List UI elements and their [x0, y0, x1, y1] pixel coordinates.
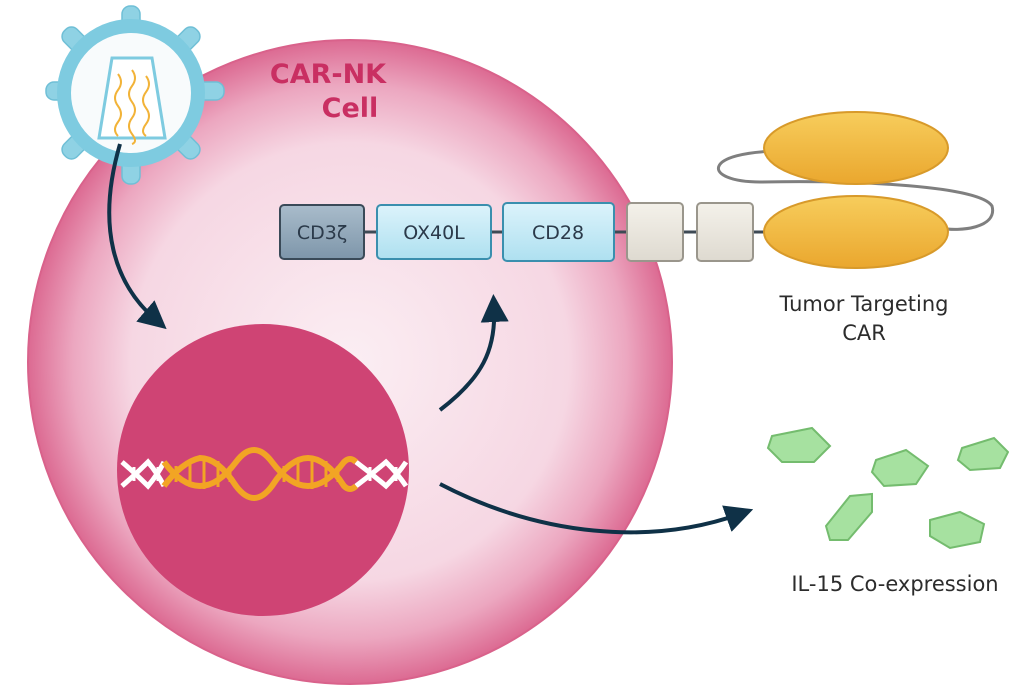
car-label-line1: Tumor Targeting	[778, 292, 948, 316]
dna-strand-left-b	[120, 458, 167, 488]
il15-label: IL-15 Co-expression	[791, 572, 998, 596]
arrow-nucleus-to-il15	[439, 482, 754, 535]
domain-hinge-block-2	[696, 202, 754, 262]
scfv-domain-bottom	[763, 195, 949, 269]
nucleus	[117, 324, 409, 616]
dna-helix-icon	[120, 447, 409, 501]
car-construct: CD3ζ OX40L CD28	[279, 111, 995, 269]
il15-proteins	[766, 426, 1009, 550]
il15-protein	[870, 448, 930, 488]
cell-title-line1: CAR-NK	[270, 59, 387, 90]
il15-protein	[824, 492, 873, 541]
cell-title-line2: Cell	[322, 93, 379, 124]
domain-cd3z	[279, 204, 365, 260]
il15-protein	[956, 436, 1009, 472]
dna-transgene-strand-b	[161, 454, 359, 501]
viral-vector-icon	[45, 5, 225, 185]
cell-membrane	[27, 39, 673, 685]
dna-base-pairs-white	[132, 467, 398, 481]
car-label-line2: CAR	[842, 321, 886, 345]
arrow-nucleus-to-car	[438, 294, 509, 412]
viral-rna	[114, 69, 150, 145]
il15-protein	[929, 510, 986, 550]
scfv-domain-top	[763, 111, 949, 185]
dna-base-pairs	[174, 459, 340, 489]
dna-strand-right-b	[354, 458, 409, 488]
domain-cd28-label: CD28	[532, 222, 584, 244]
domain-hinge-block-1	[626, 202, 684, 262]
arrow-virus-to-nucleus	[107, 143, 167, 330]
domain-cd28	[502, 202, 615, 262]
dna-transgene-strand-a	[161, 447, 359, 490]
dna-strand-right-a	[354, 460, 409, 490]
domain-ox40l-label: OX40L	[403, 222, 465, 244]
dna-strand-left-a	[120, 460, 167, 490]
il15-protein	[766, 426, 832, 463]
domain-cd3z-label: CD3ζ	[297, 222, 347, 244]
domain-ox40l	[376, 204, 492, 260]
